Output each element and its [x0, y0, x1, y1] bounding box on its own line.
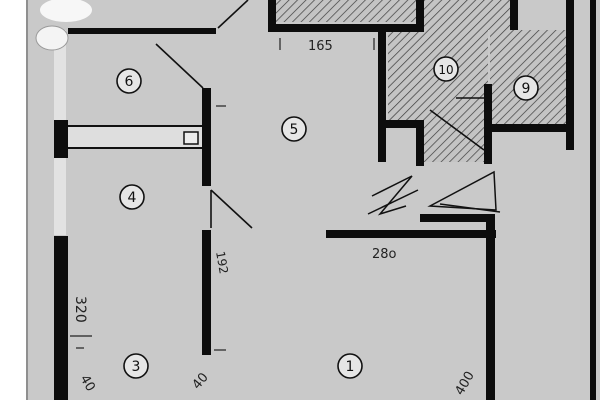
room-number: 1 [346, 359, 355, 375]
room-circle [116, 68, 142, 94]
wall-right-upper [566, 0, 574, 150]
room-number: 9 [522, 81, 531, 97]
sill-detail [183, 131, 199, 145]
room-number: 5 [290, 122, 299, 138]
wall-room1-right [486, 214, 495, 400]
wall-room1-jog [420, 214, 495, 222]
wall-hall-vertical [378, 32, 386, 162]
wall-left-outer [54, 120, 68, 158]
wall-left-lower [54, 236, 68, 400]
walls [54, 0, 596, 400]
dimension-bottom-left: 40 [77, 373, 98, 395]
room-number: 4 [128, 190, 137, 206]
hatched-top-left [276, 0, 416, 22]
dimension-left: 320 [72, 296, 88, 323]
wall-top-mid [268, 0, 276, 32]
hand-sketch-arrows [367, 170, 501, 216]
room-label-4: 4 [119, 184, 145, 210]
hatched-stair [422, 110, 484, 162]
room-circle [433, 56, 459, 82]
wall-room9-bottom [484, 124, 574, 132]
room-label-5: 5 [281, 116, 307, 142]
wall-hall-step [378, 120, 422, 128]
room-number: 10 [438, 63, 453, 77]
wall-room1-top [326, 230, 496, 238]
room-label-9: 9 [513, 75, 539, 101]
wall-corridor-upper [202, 88, 211, 186]
wall-right-long [590, 0, 596, 400]
left-margin [0, 0, 26, 400]
wall-corridor-lower [202, 230, 211, 355]
room-circle [119, 184, 145, 210]
room-label-1: 1 [337, 353, 363, 379]
room-label-10: 10 [433, 56, 459, 82]
room-label-6: 6 [116, 68, 142, 94]
room-number: 3 [132, 359, 141, 375]
room-circle [513, 75, 539, 101]
dimension-ticks [70, 38, 375, 351]
wall-top-hall [268, 24, 418, 32]
wall-right-top [510, 0, 518, 30]
scan-artifact [35, 25, 69, 51]
wall-room10-top [416, 0, 424, 32]
room-label-3: 3 [123, 353, 149, 379]
dimension-corridor: 192 [213, 250, 231, 275]
wall-top-left [68, 28, 216, 34]
hatched-top [420, 0, 516, 30]
dimension-top: 165 [308, 39, 333, 54]
scan-artifact-top [40, 0, 92, 22]
room-circle [123, 353, 149, 379]
wall-stair-left [416, 120, 424, 166]
room-circle [281, 116, 307, 142]
door-swings [155, 0, 485, 229]
room-number: 6 [125, 74, 134, 90]
dimension-middle: 28o [372, 247, 397, 262]
room-circle [337, 353, 363, 379]
